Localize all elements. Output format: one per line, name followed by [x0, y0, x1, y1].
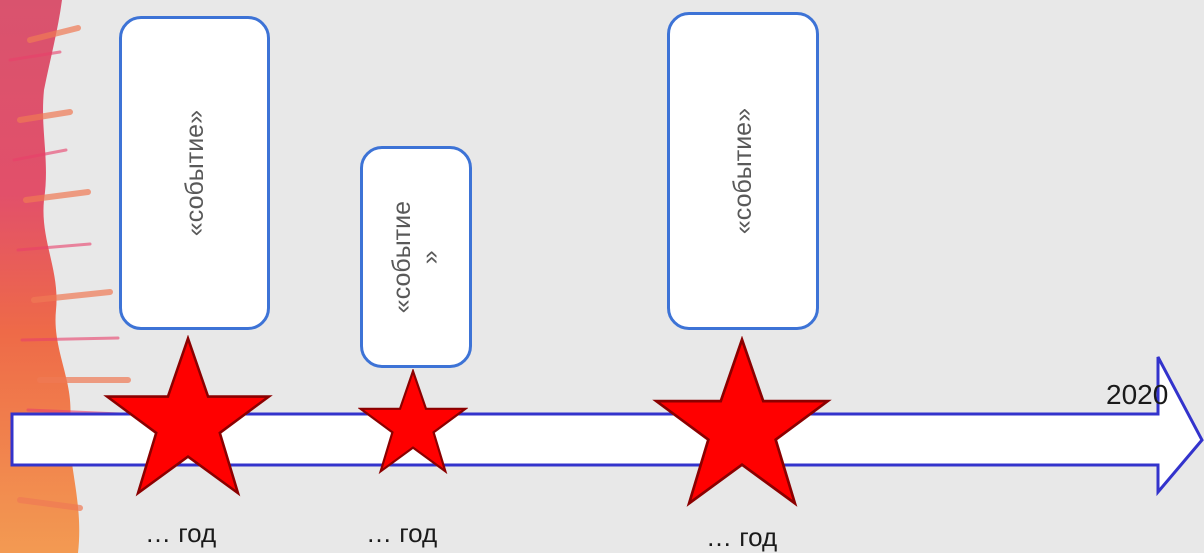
event-text: «событие » — [388, 200, 444, 314]
star-marker — [358, 369, 468, 475]
event-card: «событие » — [360, 146, 472, 368]
year-label: … год — [145, 518, 217, 548]
event-text: «событие» — [180, 109, 209, 237]
event-card: «событие» — [667, 12, 819, 330]
timeline-end-label: 2020 — [1106, 379, 1169, 410]
star-marker — [652, 336, 832, 507]
year-label: … год — [366, 518, 438, 548]
star-marker — [103, 335, 273, 497]
year-label: … год — [706, 522, 778, 552]
event-card: «событие» — [119, 16, 270, 330]
event-text: «событие» — [729, 107, 757, 235]
